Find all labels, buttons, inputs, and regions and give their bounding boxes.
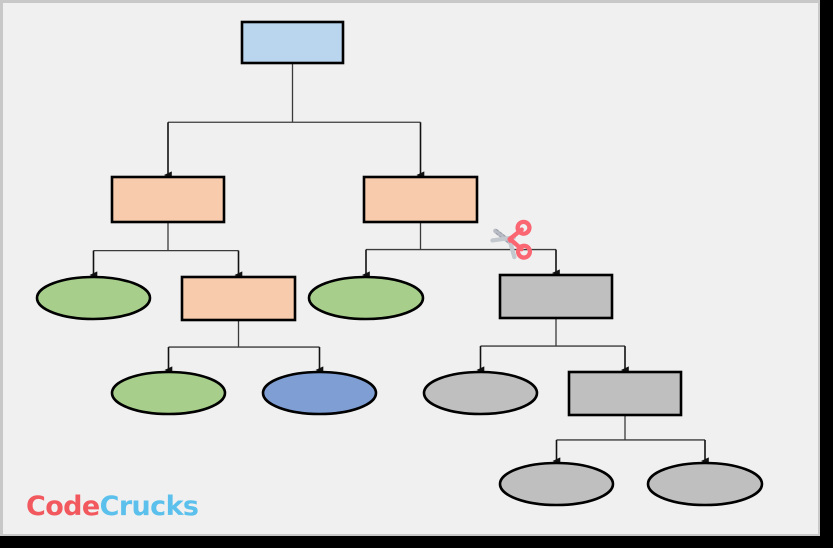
tree-node-ellipse-n9[interactable] xyxy=(261,370,378,416)
edges-layer xyxy=(89,63,709,465)
tree-node-rect-n7[interactable] xyxy=(498,273,614,320)
tree-node-ellipse-n10[interactable] xyxy=(422,370,539,416)
page-frame xyxy=(0,0,820,536)
tree-node-ellipse-n6[interactable] xyxy=(307,275,425,321)
scissors-pivot xyxy=(508,238,513,243)
tree-node-ellipse-n8[interactable] xyxy=(110,370,227,416)
codecrucks-watermark: CodeCrucks xyxy=(26,491,199,522)
tree-node-rect-n3[interactable] xyxy=(362,175,479,224)
tree-node-rect-n1[interactable] xyxy=(240,20,345,65)
scissors-icon xyxy=(486,214,538,266)
tree-node-rect-n2[interactable] xyxy=(110,175,226,224)
tree-node-ellipse-n4[interactable] xyxy=(35,275,152,321)
scissors-handle-ring-right xyxy=(515,243,533,260)
tree-node-rect-n5[interactable] xyxy=(180,275,297,322)
scissors-handle-ring-top xyxy=(515,219,532,236)
tree-node-ellipse-n12[interactable] xyxy=(498,461,615,507)
watermark-code-text: Code xyxy=(26,491,100,522)
tree-node-rect-n11[interactable] xyxy=(567,370,683,417)
tree-node-ellipse-n13[interactable] xyxy=(646,461,764,507)
watermark-crucks-text: Crucks xyxy=(99,491,199,522)
nodes-layer xyxy=(35,20,764,507)
